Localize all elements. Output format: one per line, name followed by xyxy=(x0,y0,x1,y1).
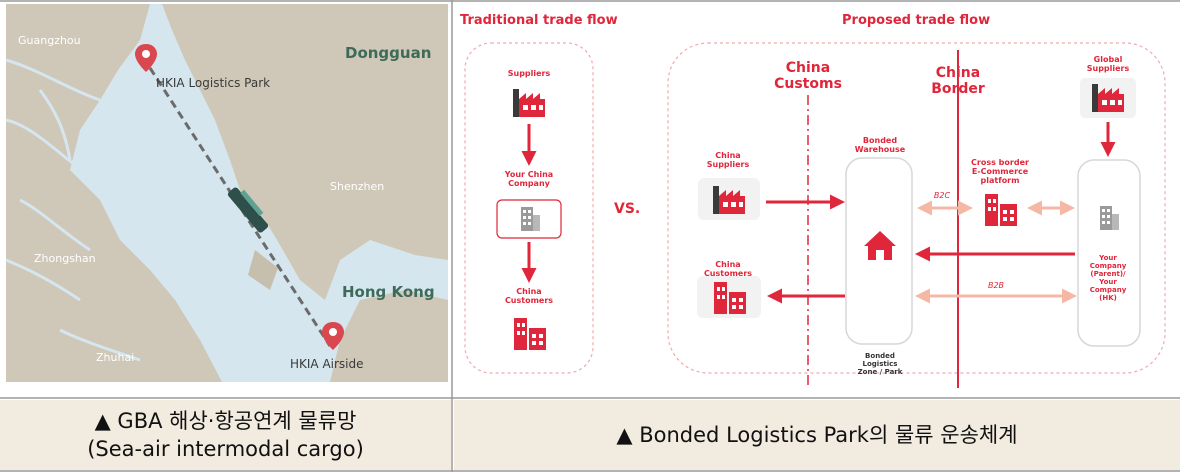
caption-left-line-1: ▲ GBA 해상·항공연계 물류망 xyxy=(94,409,357,433)
caption-right: ▲ Bonded Logistics Park의 물류 운송체계 xyxy=(454,400,1180,470)
trade-flow-diagram: Traditional trade flow Proposed trade fl… xyxy=(460,13,1166,388)
location-pin-icon xyxy=(135,44,157,72)
traditional-suppliers-label: Suppliers xyxy=(508,69,551,78)
map-land-hk xyxy=(330,290,448,382)
map-rivers xyxy=(5,58,141,362)
vs-label: VS. xyxy=(614,201,640,217)
map-land-east xyxy=(162,4,448,300)
gba-map: Guangzhou Dongguan Shenzhen Zhongshan Ho… xyxy=(5,4,448,382)
customer-buildings-icon xyxy=(514,318,546,350)
home-icon xyxy=(864,231,896,260)
caption-left: ▲ GBA 해상·항공연계 물류망 (Sea-air intermodal ca… xyxy=(0,400,451,470)
traditional-flow-title: Traditional trade flow xyxy=(460,13,618,28)
your-company-box xyxy=(1077,159,1141,347)
sea-route-line xyxy=(148,67,332,347)
caption-left-line-2: (Sea-air intermodal cargo) xyxy=(87,437,364,461)
map-label-dongguan: Dongguan xyxy=(345,44,431,62)
map-label-hong-kong: Hong Kong xyxy=(342,283,435,301)
map-label-guangzhou: Guangzhou xyxy=(18,34,81,47)
map-island xyxy=(248,250,278,290)
map-label-zhongshan: Zhongshan xyxy=(34,252,96,265)
location-pin-icon xyxy=(322,322,344,350)
proposed-flow-title: Proposed trade flow xyxy=(842,13,990,28)
factory-icon xyxy=(513,89,545,117)
map-label-shenzhen: Shenzhen xyxy=(330,180,384,193)
map-label-logistics-park: HKIA Logistics Park xyxy=(156,76,270,90)
caption-right-text: ▲ Bonded Logistics Park의 물류 운송체계 xyxy=(616,423,1018,447)
ship-icon xyxy=(227,187,269,233)
map-label-zhuhai: Zhuhai xyxy=(96,351,134,364)
b2b-label: B2B xyxy=(988,281,1004,290)
ecommerce-buildings-icon xyxy=(985,194,1017,226)
traditional-flow-box xyxy=(464,42,594,374)
map-label-airside: HKIA Airside xyxy=(290,357,364,371)
b2c-label: B2C xyxy=(934,191,951,200)
